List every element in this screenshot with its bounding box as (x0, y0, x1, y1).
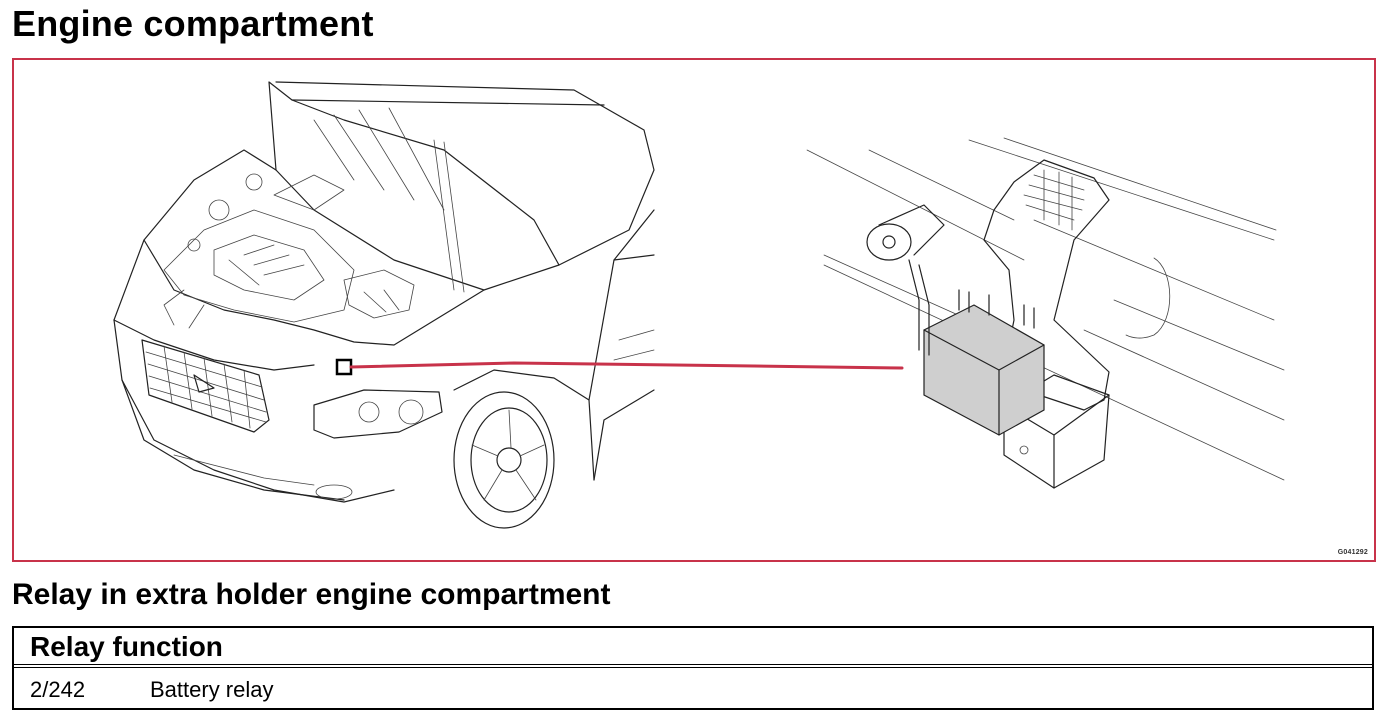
page-title: Engine compartment (12, 3, 374, 44)
relay-table: Relay function 2/242 Battery relay (12, 626, 1374, 710)
illustration-svg (113, 81, 1285, 529)
relay-function-cell: Battery relay (150, 677, 274, 702)
table-row: 2/242 Battery relay (14, 672, 1372, 708)
figure-code: G041292 (1337, 549, 1368, 556)
relay-number-cell: 2/242 (30, 677, 86, 702)
engine-compartment-illustration: G041292 (12, 58, 1376, 562)
callout-line (349, 361, 904, 370)
relay-holder-detail (806, 137, 1285, 489)
section-title: Relay in extra holder engine compartment (12, 578, 611, 611)
relay-table-header: Relay function (30, 631, 223, 662)
car-illustration (113, 81, 655, 529)
relay-table-header-row: Relay function (14, 628, 1372, 668)
